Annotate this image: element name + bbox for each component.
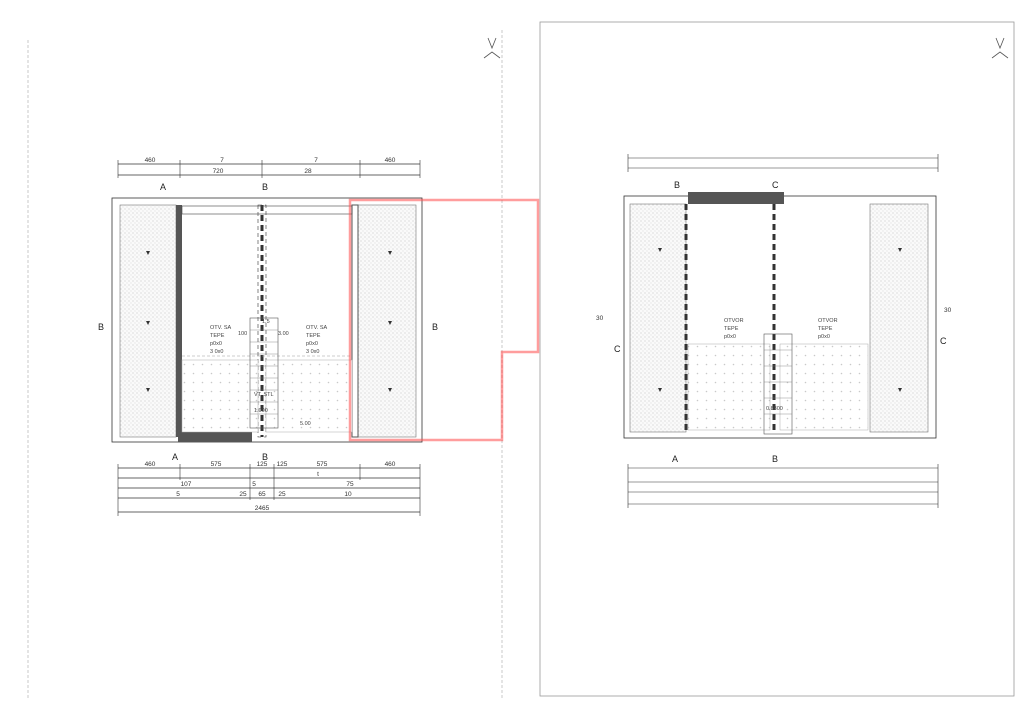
svg-text:5: 5 bbox=[176, 491, 180, 498]
highlight-region[interactable] bbox=[348, 198, 540, 442]
room-left-label: OTV. SA TEPE p0x0 3 0x0 bbox=[210, 325, 232, 355]
svg-text:OTVOR: OTVOR bbox=[724, 318, 744, 324]
north-arrow-icon-right bbox=[991, 37, 1009, 59]
section-marker-a-top: A bbox=[160, 182, 166, 192]
svg-text:VT. STL: VT. STL bbox=[254, 392, 274, 398]
left-sheet: 460 7 7 460 720 28 A B A B B B bbox=[27, 30, 540, 700]
room-right-tiles bbox=[265, 359, 353, 433]
dim-top-6: 28 bbox=[304, 168, 312, 175]
bottom-wall-left bbox=[178, 432, 252, 442]
svg-text:t: t bbox=[317, 471, 319, 478]
svg-text:0.8800: 0.8800 bbox=[766, 406, 783, 412]
svg-text:460: 460 bbox=[145, 461, 156, 468]
section-marker-c-top-right: C bbox=[772, 180, 779, 190]
svg-text:p0x0: p0x0 bbox=[818, 334, 830, 340]
wall-left bbox=[176, 205, 182, 437]
left-terrace-zone-right bbox=[629, 203, 687, 433]
dim-top-4: 460 bbox=[385, 157, 396, 164]
svg-text:OTV. SA: OTV. SA bbox=[210, 325, 232, 331]
dimension-lines-top: 460 7 7 460 720 28 bbox=[117, 157, 421, 178]
svg-text:5: 5 bbox=[252, 481, 256, 488]
dim-top-2: 7 bbox=[220, 157, 224, 164]
zone-arrows bbox=[146, 251, 392, 392]
svg-text:25: 25 bbox=[278, 491, 286, 498]
svg-text:25: 25 bbox=[239, 491, 247, 498]
side-marker-left: B bbox=[98, 322, 104, 332]
room-right-tiles-right bbox=[779, 343, 869, 431]
side-marker-right: B bbox=[432, 322, 438, 332]
side-marker-left-right: C bbox=[614, 344, 621, 354]
right-terrace-zone-right bbox=[869, 203, 929, 433]
section-marker-b-bottom-right: B bbox=[772, 454, 778, 464]
overall-width: 2465 bbox=[255, 505, 270, 512]
svg-text:575: 575 bbox=[317, 461, 328, 468]
dimension-lines-bottom: 460 575 125 125 575 460 107 5 t 75 5 25 … bbox=[117, 461, 421, 516]
svg-text:3 0x0: 3 0x0 bbox=[306, 349, 319, 355]
svg-text:575: 575 bbox=[211, 461, 222, 468]
svg-text:p0x0: p0x0 bbox=[210, 341, 222, 347]
section-marker-a-bottom-right: A bbox=[672, 454, 678, 464]
svg-text:TEPE: TEPE bbox=[818, 326, 833, 332]
dim-right-right: 30 bbox=[944, 307, 952, 314]
room-right-label: OTV. SA TEPE p0x0 3 0x0 bbox=[306, 325, 328, 355]
svg-text:5.00: 5.00 bbox=[300, 421, 311, 427]
section-marker-b-top-right: B bbox=[674, 180, 680, 190]
section-marker-b-bottom: B bbox=[262, 452, 268, 462]
svg-text:75: 75 bbox=[346, 481, 354, 488]
svg-text:p0x0: p0x0 bbox=[724, 334, 736, 340]
svg-text:TEPE: TEPE bbox=[724, 326, 739, 332]
stair-core-right: 0.8800 bbox=[763, 333, 793, 435]
section-marker-a-bottom: A bbox=[172, 452, 178, 462]
svg-text:3 0x0: 3 0x0 bbox=[210, 349, 223, 355]
zone-arrows-right bbox=[658, 248, 902, 392]
room-right-label-right: OTVOR TEPE p0x0 bbox=[818, 318, 838, 340]
roof-wall-top-right bbox=[688, 192, 784, 204]
room-left-tiles-right bbox=[687, 343, 771, 431]
building-outline bbox=[111, 197, 423, 443]
dim-top-3: 7 bbox=[314, 157, 318, 164]
svg-text:TEPE: TEPE bbox=[210, 333, 225, 339]
svg-text:65: 65 bbox=[258, 491, 266, 498]
svg-text:460: 460 bbox=[385, 461, 396, 468]
right-terrace-zone bbox=[357, 204, 417, 438]
right-sheet: B C A B C C 30 30 OTVOR TEPE p0x0 OTVOR … bbox=[539, 21, 1015, 697]
dim-top-1: 460 bbox=[145, 157, 156, 164]
svg-text:107: 107 bbox=[181, 481, 192, 488]
svg-text:100: 100 bbox=[238, 331, 247, 337]
dim-top-5: 720 bbox=[213, 168, 224, 175]
room-left-tiles bbox=[181, 359, 259, 433]
svg-text:p0x0: p0x0 bbox=[306, 341, 318, 347]
svg-text:10: 10 bbox=[344, 491, 352, 498]
north-arrow-icon bbox=[483, 37, 501, 59]
room-left-label-right: OTVOR TEPE p0x0 bbox=[724, 318, 744, 340]
svg-text:3.00: 3.00 bbox=[278, 331, 289, 337]
stair-core: 100 1.5 3.00 VT. STL 1.000 5.00 bbox=[238, 317, 311, 429]
section-marker-b-top: B bbox=[262, 182, 268, 192]
svg-text:1.5: 1.5 bbox=[262, 319, 270, 325]
svg-text:OTVOR: OTVOR bbox=[818, 318, 838, 324]
svg-text:125: 125 bbox=[257, 461, 268, 468]
dim-left-right: 30 bbox=[596, 315, 604, 322]
svg-text:OTV. SA: OTV. SA bbox=[306, 325, 328, 331]
svg-text:TEPE: TEPE bbox=[306, 333, 321, 339]
svg-text:1.000: 1.000 bbox=[254, 408, 268, 414]
side-marker-right-right: C bbox=[940, 336, 947, 346]
svg-text:125: 125 bbox=[277, 461, 288, 468]
